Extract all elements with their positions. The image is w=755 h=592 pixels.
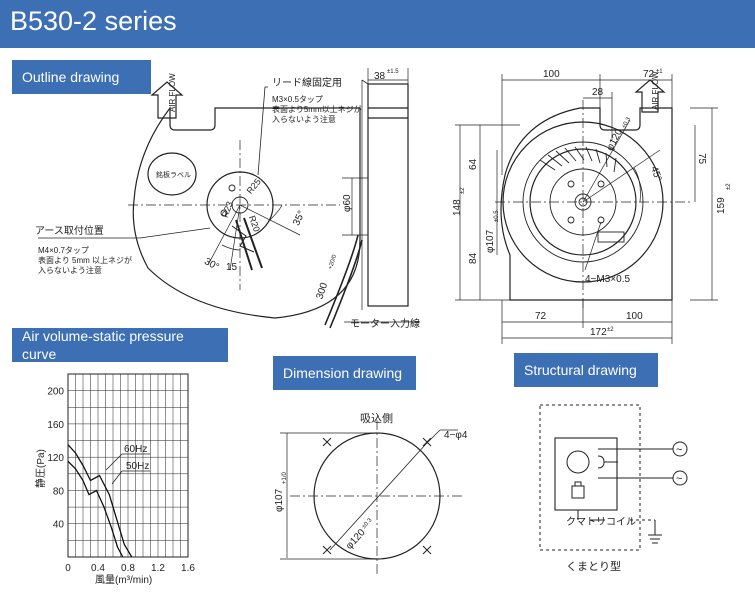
chart-x-tick-label: 0.8 — [121, 563, 135, 574]
chart-x-tick-label: 1.2 — [151, 563, 165, 574]
series-60hz-label: 60Hz — [124, 444, 147, 455]
dim-phi107-label: φ107 — [274, 488, 285, 512]
ground-title: アース取付位置 — [35, 224, 104, 237]
ground-note-1: M4×0.7タップ — [38, 246, 89, 255]
chart-grid — [67, 373, 189, 558]
dim-angle-30: 30° — [202, 256, 221, 273]
front-outer-ring — [502, 121, 664, 283]
motor-hub — [206, 171, 274, 239]
dim-r23: R23 — [220, 200, 235, 219]
dim-r20: R20 — [247, 214, 262, 233]
dim-100-top: 100 — [543, 69, 560, 80]
chart-y-tick-label: 120 — [47, 453, 64, 464]
section-label-structural: Structural drawing — [514, 353, 658, 387]
coil-label: クマトリコイル — [566, 516, 636, 528]
chart-x-tick-label: 0.4 — [91, 563, 105, 574]
fan-housing-outline — [132, 106, 361, 319]
series-50hz-label: 50Hz — [126, 461, 149, 472]
lead-fix-note-1: M3×0.5タップ — [272, 95, 323, 104]
page-title: B530-2 series — [10, 6, 177, 36]
dim-angle-35: 35° — [291, 209, 307, 227]
chart-ticks: 0 0.4 0.8 1.2 1.6 40 80 120 160 200 — [47, 387, 195, 574]
dim-r25: R25 — [245, 177, 263, 196]
dim-phi107-tol-label: +1/0 — [282, 471, 288, 484]
ac-symbol-2: ~ — [676, 473, 682, 485]
front-airflow-arrow — [634, 79, 666, 113]
side-view-body — [367, 83, 409, 307]
dim-45: 45° — [648, 165, 664, 183]
ac-symbol-1: ~ — [676, 444, 682, 456]
dim-75: 75 — [696, 153, 707, 165]
lead-fix-note-3: 入らないよう注意 — [272, 114, 336, 124]
chart-x-tick-label: 0 — [65, 563, 71, 574]
dim-phi120-tol-label: ±0.3 — [361, 517, 374, 530]
chart-series — [67, 444, 133, 558]
holes-label: 4−φ4 — [444, 430, 468, 441]
structure-outer-frame — [539, 404, 641, 551]
dim-159: 159 — [716, 197, 727, 214]
dim-159-tol: ±2 — [726, 183, 732, 190]
dim-172: 172 — [590, 327, 607, 338]
chart-x-axis-label: 風量(m³/min) — [95, 574, 152, 586]
ground-note-3: 入らないよう注意 — [38, 265, 102, 275]
dim-phi120: φ120 — [605, 127, 626, 153]
air-flow-label: AIR FLOW — [168, 73, 177, 112]
dim-phi60: φ60 — [342, 194, 353, 212]
dim-172-tol: ±2 — [607, 327, 614, 333]
dim-64: 64 — [468, 158, 479, 170]
lead-fix-title: リード線固定用 — [272, 76, 342, 89]
section-label-outline: Outline drawing — [12, 60, 151, 94]
section-label-dimension: Dimension drawing — [273, 356, 416, 390]
ac-terminal-1 — [672, 441, 688, 457]
chart-y-axis-label: 静圧(Pa) — [34, 449, 47, 488]
chart-y-tick-label: 80 — [53, 486, 65, 497]
dim-phi107-tol: ±0.5 — [494, 210, 500, 222]
section-label-curve: Air volume-static pressure curve — [12, 328, 228, 362]
tap-note: 4−M3×0.5 — [585, 274, 630, 285]
dim-38: 38 — [374, 71, 386, 82]
dim-84: 84 — [468, 252, 479, 264]
chart-series-line-50hz — [67, 460, 124, 558]
chart-series-line-60hz — [67, 444, 133, 558]
dim-38-tol: ±1.5 — [387, 69, 399, 75]
dim-28: 28 — [592, 87, 604, 98]
header-bar: B530-2 series — [0, 0, 755, 48]
dim-15: 15 — [226, 262, 238, 273]
dim-100-bottom: 100 — [626, 311, 643, 322]
dim-72-tol: ±1 — [656, 69, 663, 75]
product-label-text: 銘板ラベル — [156, 170, 191, 179]
type-label: くまとり型 — [566, 559, 621, 573]
dim-phi120-tol: ±0.3 — [621, 116, 632, 130]
dim-72-top: 72 — [643, 69, 655, 80]
dim-300: 300 — [315, 281, 331, 301]
chart-x-tick-label: 1.6 — [181, 563, 195, 574]
dim-72-bottom: 72 — [535, 311, 547, 322]
dim-148: 148 — [452, 199, 463, 216]
dim-phi120-label: φ120 — [344, 527, 368, 552]
cutout-circle — [313, 432, 441, 560]
stator-box — [554, 437, 618, 511]
chart-y-tick-label: 40 — [53, 520, 65, 531]
chart-y-tick-label: 200 — [47, 387, 64, 398]
dim-300-tol: +20/0 — [328, 253, 339, 270]
ground-note-2: 表面より 5mm 以上ネジが — [38, 255, 132, 265]
chart-frame — [67, 373, 189, 558]
front-housing-outline — [500, 107, 673, 301]
dim-148-tol: ±2 — [460, 187, 466, 194]
lead-fix-note-2: 表面より5mm以上ネジが — [272, 104, 362, 114]
intake-side-label: 吸込側 — [360, 412, 393, 425]
motor-lead-label: モーター入力線 — [350, 317, 420, 330]
front-air-flow-label: AIR FLOW — [651, 71, 660, 110]
dim-phi107: φ107 — [485, 229, 496, 253]
chart-y-tick-label: 160 — [47, 420, 64, 431]
ac-terminal-2 — [672, 470, 688, 486]
product-label-circle — [147, 152, 197, 196]
airflow-arrow-outline — [150, 81, 184, 119]
